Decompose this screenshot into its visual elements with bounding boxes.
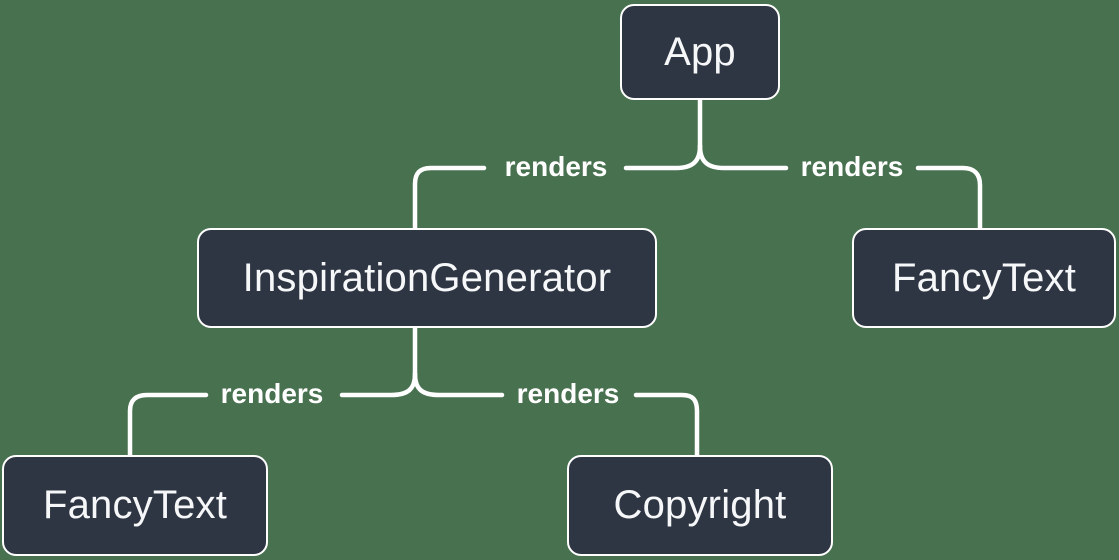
node-inspiration-generator: InspirationGenerator [197,228,657,328]
node-copyright-label: Copyright [613,483,787,527]
node-fancy-text-bottom: FancyText [2,455,268,556]
node-inspiration-generator-label: InspirationGenerator [242,255,612,300]
node-app-label: App [664,29,736,74]
node-fancy-text-bottom-label: FancyText [42,483,228,527]
edge-app-to-fancy-text [697,143,983,231]
edge-label-app-to-inspiration-generator: renders [504,151,608,182]
node-app: App [620,4,780,100]
edge-label-inspiration-generator-to-copyright: renders [516,378,620,409]
edge-inspiration-generator-to-copyright [412,371,700,458]
node-fancy-text-top-label: FancyText [891,255,1077,300]
node-fancy-text-top: FancyText [852,228,1116,328]
edge-label-app-to-fancy-text: renders [800,151,904,182]
edge-label-inspiration-generator-to-fancy-text: renders [220,378,324,409]
node-copyright: Copyright [567,455,833,556]
